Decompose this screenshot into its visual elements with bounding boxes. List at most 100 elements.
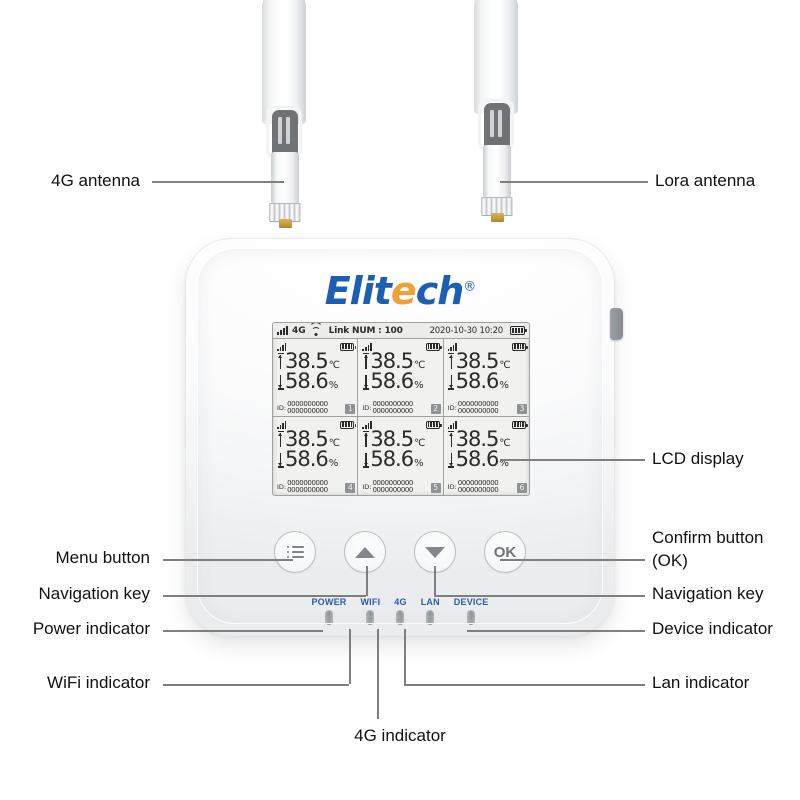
leader-navigation-key-left xyxy=(163,595,366,597)
leader-device-indicator xyxy=(467,630,645,632)
signal-bars-icon xyxy=(362,420,372,429)
indicator-label: 4G xyxy=(394,597,407,607)
temperature-reading: 38.5℃ xyxy=(277,351,354,372)
wifi-icon xyxy=(310,326,323,336)
temperature-value: 38.5 xyxy=(455,349,500,373)
leader-wifi-indicator xyxy=(163,684,349,686)
humidity-value: 58.6 xyxy=(455,369,500,393)
battery-icon xyxy=(340,342,357,351)
leader-navigation-key-right xyxy=(434,595,645,597)
navigation-up-button[interactable] xyxy=(344,531,386,573)
sensor-id-label: ID: xyxy=(362,483,372,491)
temperature-reading: 38.5℃ xyxy=(448,351,526,372)
label-navigation-key-right: Navigation key xyxy=(652,584,764,603)
humidity-reading: 58.6% xyxy=(448,449,526,470)
temperature-reading: 38.5℃ xyxy=(448,429,526,450)
cell-status-row xyxy=(362,341,442,352)
sensor-cell-index: 4 xyxy=(345,483,356,493)
temperature-unit: ℃ xyxy=(414,360,425,371)
signal-bars-icon xyxy=(362,342,372,351)
sensor-id-label: ID: xyxy=(277,404,287,412)
label-lcd-display: LCD display xyxy=(652,449,744,468)
label-device-indicator: Device indicator xyxy=(652,619,773,638)
indicator-label: DEVICE xyxy=(453,597,489,607)
indicator-label: LAN xyxy=(420,597,440,607)
label-4g-indicator: 4G indicator xyxy=(354,726,446,745)
cell-status-row xyxy=(277,341,357,352)
temperature-unit: ℃ xyxy=(414,438,425,449)
indicator-led xyxy=(324,610,333,625)
lcd-display: 4G Link NUM : 100 2020-10-30 10:20 38.5℃… xyxy=(272,322,530,496)
sensor-cell-index: 6 xyxy=(517,483,527,493)
leader-wifi-indicator-vert xyxy=(349,629,351,684)
leader-lcd-display xyxy=(500,459,645,461)
menu-button[interactable] xyxy=(274,531,316,573)
registered-mark: ® xyxy=(463,279,476,295)
temperature-unit: ℃ xyxy=(328,438,340,449)
indicator-led xyxy=(366,610,375,625)
sensor-id-label: ID: xyxy=(277,483,287,491)
cell-status-row xyxy=(277,419,357,430)
label-power-indicator: Power indicator xyxy=(32,619,150,638)
ok-button[interactable]: OK xyxy=(484,531,526,573)
temperature-arrow-icon xyxy=(362,430,369,450)
sensor-id-label: ID: xyxy=(447,404,457,412)
humidity-arrow-icon xyxy=(277,372,284,392)
battery-icon xyxy=(340,420,357,429)
label-lan-indicator: Lan indicator xyxy=(652,673,750,692)
humidity-value: 58.6 xyxy=(370,369,414,393)
logo-part-1: Elit xyxy=(324,269,392,313)
sensor-cell-index: 3 xyxy=(517,404,527,414)
cell-status-row xyxy=(447,419,528,430)
temperature-unit: ℃ xyxy=(499,438,511,449)
humidity-reading: 58.6% xyxy=(362,371,439,392)
button-row: OK xyxy=(186,531,614,573)
indicator-label: WIFI xyxy=(360,597,381,607)
ok-button-label: OK xyxy=(493,543,517,561)
temperature-arrow-icon xyxy=(277,430,284,450)
leader-4g-indicator xyxy=(377,629,379,719)
navigation-down-button[interactable] xyxy=(414,531,456,573)
temperature-arrow-icon xyxy=(362,352,369,372)
indicator-label: POWER xyxy=(311,597,347,607)
leader-navigation-key-left-vert xyxy=(366,566,368,596)
humidity-value: 58.6 xyxy=(285,369,329,393)
humidity-reading: 58.6% xyxy=(277,449,354,470)
label-menu-button: Menu button xyxy=(55,548,150,567)
temperature-reading: 38.5℃ xyxy=(277,429,354,450)
temperature-arrow-icon xyxy=(448,430,455,450)
humidity-unit: % xyxy=(499,380,509,391)
sensor-id-label: ID: xyxy=(447,483,457,491)
network-type-label: 4G xyxy=(292,325,306,336)
humidity-unit: % xyxy=(414,380,424,391)
temperature-value: 38.5 xyxy=(370,349,414,373)
signal-bars-icon xyxy=(277,342,287,351)
lcd-status-bar: 4G Link NUM : 100 2020-10-30 10:20 xyxy=(273,323,529,339)
signal-bars-icon xyxy=(277,420,287,429)
signal-bars-icon xyxy=(447,342,458,351)
label-navigation-key-left: Navigation key xyxy=(38,584,150,603)
humidity-value: 58.6 xyxy=(370,447,414,471)
cell-status-row xyxy=(447,341,528,352)
indicator-led xyxy=(426,610,435,625)
battery-icon xyxy=(510,326,527,335)
sensor-cell-index: 5 xyxy=(430,483,441,493)
label-4g-antenna: 4G antenna xyxy=(51,171,140,190)
temperature-value: 38.5 xyxy=(285,427,329,451)
signal-bars-icon xyxy=(447,420,458,429)
leader-lora-antenna xyxy=(500,181,648,183)
humidity-arrow-icon xyxy=(448,372,455,392)
side-button[interactable] xyxy=(610,308,623,340)
indicator-led xyxy=(467,610,476,625)
leader-lan-indicator-vert xyxy=(404,629,406,684)
indicator-led xyxy=(396,610,405,625)
